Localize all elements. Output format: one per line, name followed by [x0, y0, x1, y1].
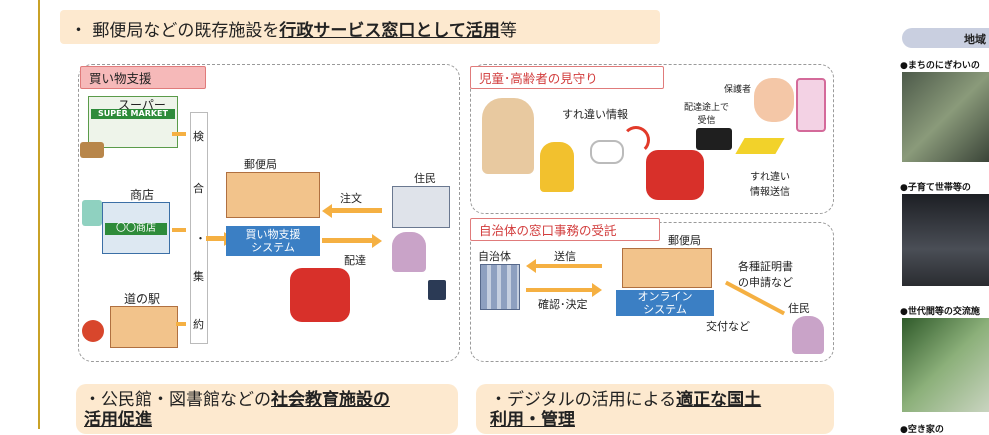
supermarket-label: スーパー: [118, 98, 166, 112]
shopping-system-box: 買い物支援 システム: [226, 226, 320, 256]
child-icon: [540, 142, 574, 192]
right-photo-1: [902, 72, 989, 162]
collect-char-4: 集: [193, 270, 204, 283]
confirm-label: 確認･決定: [538, 298, 588, 311]
admin-resident-label: 住民: [788, 302, 810, 315]
bottom-right-bullet: ・デジタルの活用による適正な国土 利用・管理: [476, 384, 834, 434]
tablet-icon: [428, 280, 446, 300]
certificates-label: 各種証明書 の申請など: [738, 260, 793, 289]
beacon-device-icon: [590, 140, 624, 164]
shop-label: 商店: [130, 188, 155, 202]
delivery-arrow-head: [372, 234, 382, 248]
roadside-station-icon: [110, 306, 178, 348]
while-delivering-label: 配達途上で 受信: [684, 103, 730, 126]
admin-delivery-label: 交付など: [706, 320, 750, 333]
bottom-left-text: ・公民館・図書館などの社会教育施設の 活用促進: [84, 390, 390, 430]
order-arrow-head: [322, 204, 332, 218]
receiver-device-icon: [696, 128, 732, 150]
right-photo-2: [902, 194, 989, 286]
right-item-3-label: ●世代間等の交流施: [900, 307, 980, 317]
delivery-scooter-icon: [290, 268, 350, 322]
shopping-system-label: 買い物支援 システム: [245, 228, 301, 254]
order-label: 注文: [340, 192, 362, 205]
right-column-header: 地域: [902, 28, 989, 48]
bottom-left-bullet: ・公民館・図書館などの社会教育施設の 活用促進: [76, 384, 458, 434]
send-arrow-head: [526, 259, 536, 273]
collect-char-5: 約: [193, 318, 204, 331]
post-office-label: 郵便局: [244, 158, 277, 171]
guardian-icon: [754, 78, 794, 122]
municipality-building-icon: [480, 264, 520, 310]
collection-column: [190, 112, 208, 344]
online-system-label: オンライン システム: [637, 290, 693, 316]
admin-post-office-label: 郵便局: [668, 234, 701, 247]
confirm-arrow-shaft: [526, 288, 592, 292]
elderly-woman-icon: [392, 232, 426, 272]
guardian-label: 保護者: [724, 85, 752, 95]
bottom-right-text: ・デジタルの活用による適正な国土 利用・管理: [490, 390, 762, 430]
watch-scooter-icon: [646, 150, 704, 200]
left-accent-bar: [38, 0, 40, 429]
watch-panel-title: 児童･高齢者の見守り: [470, 66, 664, 89]
right-column-header-text: 地域: [964, 33, 986, 46]
admin-post-office-icon: [622, 248, 712, 288]
resident-label: 住民: [414, 172, 436, 185]
arrow-to-system: [206, 236, 226, 241]
send-label: 送信: [554, 250, 576, 263]
supermarket-icon: SUPER MARKET: [88, 96, 178, 148]
municipality-label: 自治体: [478, 250, 511, 263]
shop-icon: 〇〇商店: [102, 202, 170, 254]
shopping-support-title: 買い物支援: [80, 66, 206, 89]
passing-sent-label: すれ違い 情報送信: [750, 172, 790, 198]
admin-panel-title: 自治体の窓口事務の受託: [470, 218, 660, 241]
collect-char-3: ・: [195, 232, 206, 245]
roadside-station-label: 道の駅: [124, 292, 161, 306]
delivery-label: 配達: [344, 254, 366, 267]
signal-icon: [622, 126, 650, 154]
top-banner-text: ・ 郵便局などの既存施設を行政サービス窓口として活用等: [70, 21, 517, 41]
vegetables-icon: [82, 320, 104, 342]
arrow-shaft-shop: [172, 228, 186, 232]
delivery-arrow-shaft: [322, 238, 374, 243]
collect-char-1: 検: [193, 130, 204, 143]
right-item-1-label: ●まちのにぎわいの: [900, 61, 980, 71]
post-office-icon: [226, 172, 320, 218]
order-arrow-shaft: [332, 208, 382, 213]
elderly-man-icon: [482, 98, 534, 174]
bags-icon: [82, 200, 102, 226]
passing-info-label: すれ違い情報: [562, 108, 628, 121]
arrow-shaft-supermarket: [172, 132, 186, 136]
confirm-arrow-head: [592, 283, 602, 297]
supermarket-sign: SUPER MARKET: [91, 109, 175, 119]
send-arrow-shaft: [536, 264, 602, 268]
top-banner: ・ 郵便局などの既存施設を行政サービス窓口として活用等: [60, 10, 660, 44]
online-system-box: オンライン システム: [616, 290, 714, 316]
resident-house-icon: [392, 186, 450, 228]
collect-char-2: 合: [193, 182, 204, 195]
admin-resident-icon: [792, 316, 824, 354]
groceries-icon: [80, 142, 104, 158]
right-item-2-label: ●子育て世帯等の: [900, 183, 971, 193]
right-photo-3: [902, 318, 989, 412]
shop-sign: 〇〇商店: [105, 223, 167, 235]
arrow-shaft-roadside: [176, 322, 186, 326]
phone-icon: [796, 78, 826, 132]
